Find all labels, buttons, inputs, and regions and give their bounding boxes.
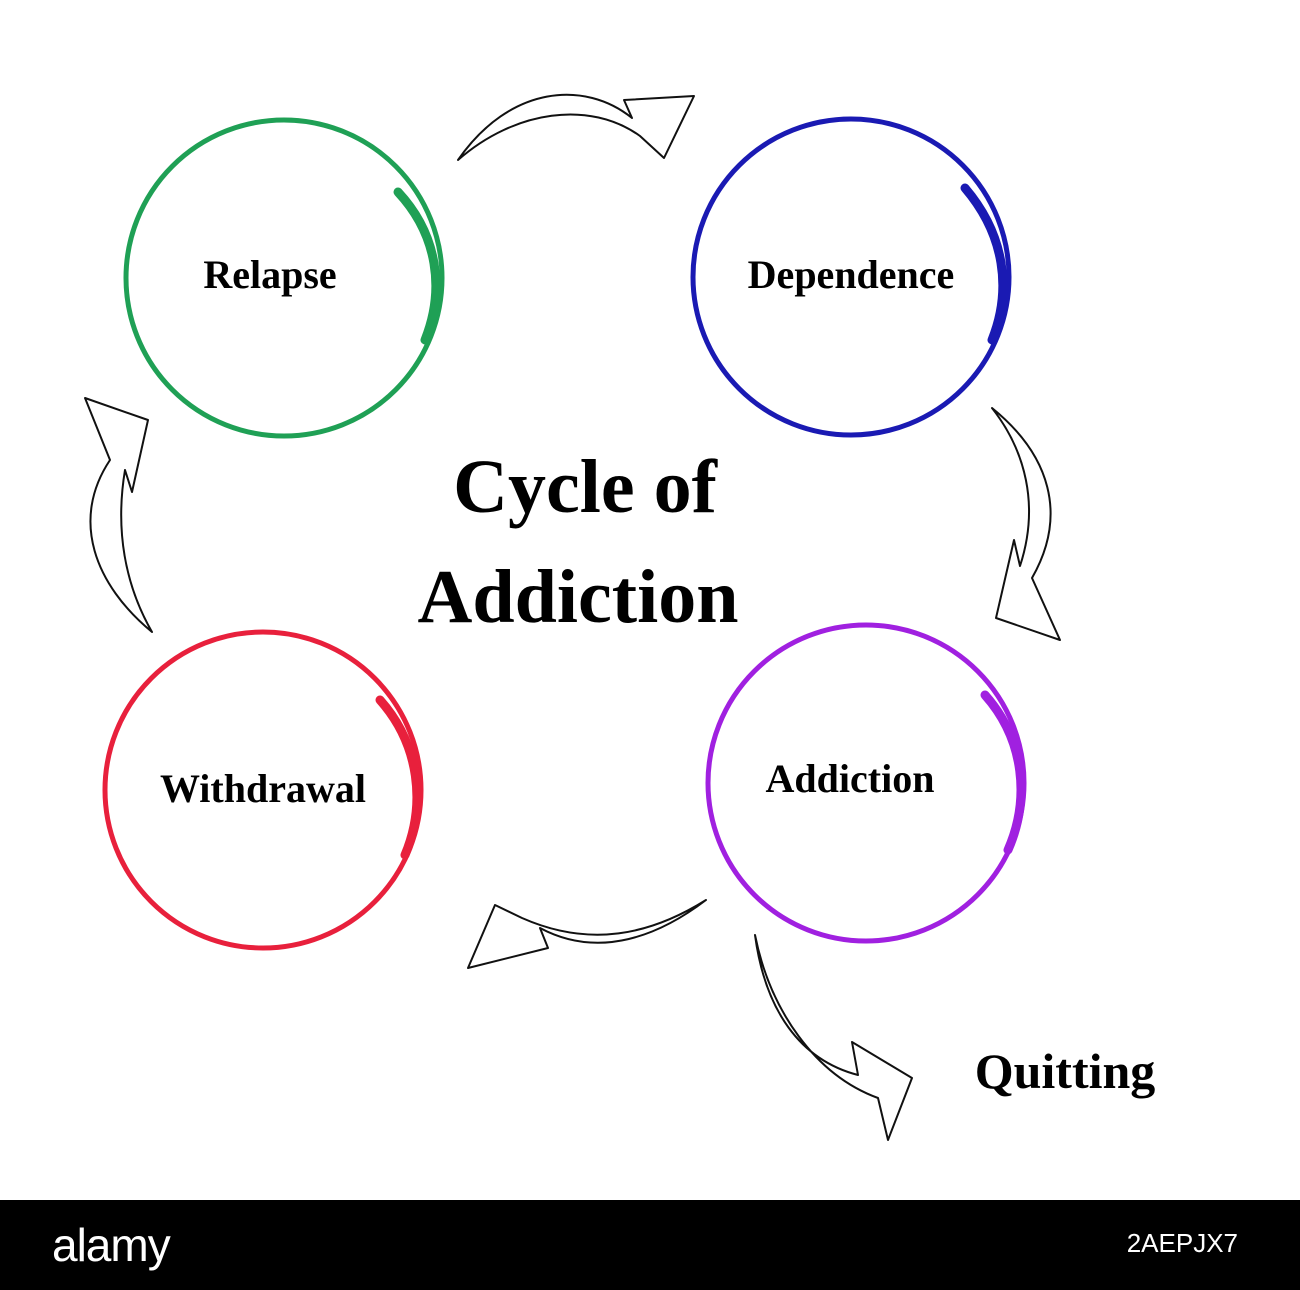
watermark-brand: alamy xyxy=(52,1219,171,1271)
ring-tail-dependence xyxy=(960,183,1008,345)
stage-relapse: Relapse xyxy=(123,117,445,439)
arrow-relapse-to-dependence xyxy=(457,93,695,161)
diagram-title: Cycle of Addiction xyxy=(418,445,739,639)
stage-label-withdrawal: Withdrawal xyxy=(160,766,366,811)
stage-withdrawal: Withdrawal xyxy=(102,629,424,951)
cycle-diagram: Relapse Dependence Addiction Withdrawal … xyxy=(84,93,1156,1141)
stage-label-addiction: Addiction xyxy=(766,756,935,801)
stage-label-dependence: Dependence xyxy=(748,252,955,297)
ring-tail-addiction xyxy=(980,690,1026,855)
ring-dependence xyxy=(690,116,1012,438)
stage-dependence: Dependence xyxy=(690,116,1012,438)
title-line-2: Addiction xyxy=(418,555,739,639)
arrow-dependence-to-addiction xyxy=(991,407,1061,641)
ring-relapse xyxy=(123,117,445,439)
arrow-withdrawal-to-relapse xyxy=(84,397,153,633)
ring-tail-withdrawal xyxy=(375,695,422,860)
watermark-bar: alamy 2AEPJX7 xyxy=(0,1200,1300,1290)
arrow-addiction-to-withdrawal xyxy=(467,899,707,969)
title-line-1: Cycle of xyxy=(453,445,718,529)
ring-tail-relapse xyxy=(393,187,441,345)
watermark-image-id: 2AEPJX7 xyxy=(1126,1228,1238,1258)
stage-label-relapse: Relapse xyxy=(203,252,336,297)
arrow-addiction-to-quitting xyxy=(754,934,913,1141)
stage-addiction: Addiction xyxy=(705,622,1027,944)
exit-label-quitting: Quitting xyxy=(975,1043,1156,1099)
